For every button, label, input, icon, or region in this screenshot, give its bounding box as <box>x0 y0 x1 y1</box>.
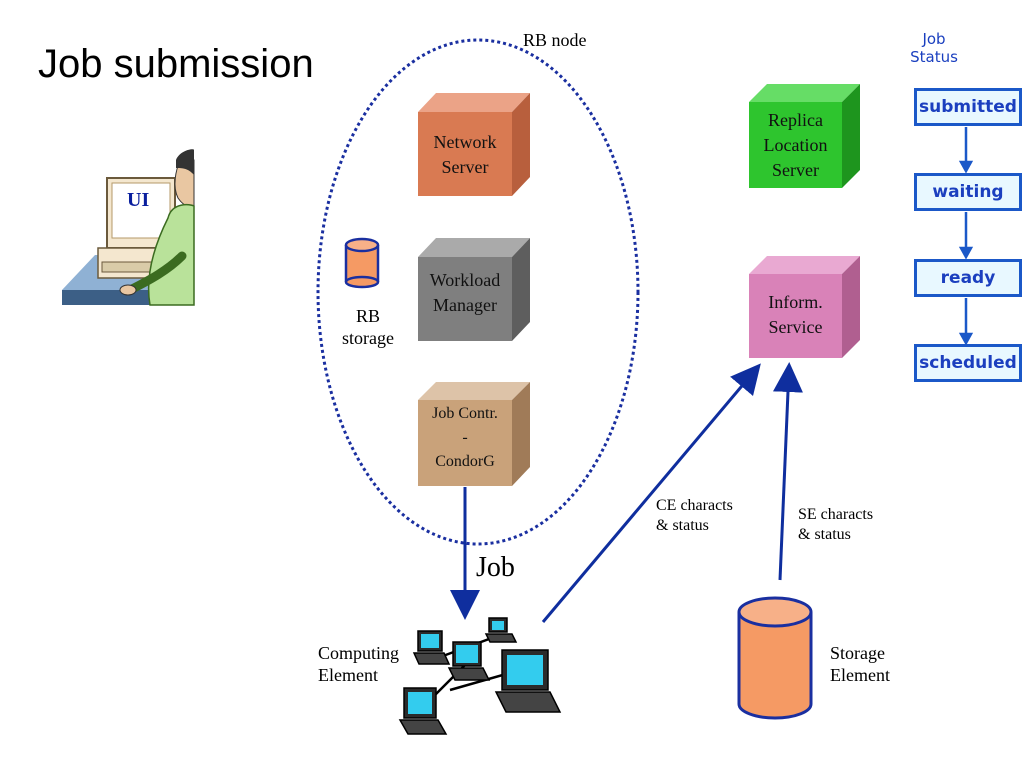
computing-element-label: Computing Element <box>318 642 399 686</box>
workload-manager-line1: Workload <box>429 270 501 290</box>
inform-line2: Service <box>768 317 823 337</box>
job-controller-line1: Job Contr. <box>432 405 498 422</box>
ce-status-arrow <box>541 363 761 623</box>
rb-node-boundary <box>316 38 640 546</box>
status-submitted: submitted <box>914 88 1022 126</box>
workload-manager-cube <box>418 238 530 341</box>
rb-storage-icon <box>344 237 380 289</box>
se-label-line1: SE characts <box>798 506 874 523</box>
job-controller-cube <box>418 382 530 486</box>
network-server-line2: Server <box>441 157 489 177</box>
replica-location-server-label: Replica Location Server <box>749 108 842 183</box>
storage-cylinder-icon <box>737 596 813 720</box>
ce-label-line2: & status <box>656 517 709 534</box>
ui-label: UI <box>127 189 150 211</box>
replica-line2: Location <box>763 135 828 155</box>
job-status-title-line1: Job <box>922 30 946 48</box>
status-connectors <box>958 127 974 346</box>
se-label-line2: & status <box>798 526 851 543</box>
status-waiting: waiting <box>914 173 1022 211</box>
computing-element-line2: Element <box>318 665 378 685</box>
job-controller-line2: - <box>462 429 468 446</box>
user-at-computer-icon <box>62 149 195 306</box>
job-controller-line3: CondorG <box>435 453 495 470</box>
inform-line1: Inform. <box>768 292 823 312</box>
storage-element-line2: Element <box>830 665 890 685</box>
se-status-arrow <box>772 362 803 581</box>
computing-cluster-icon <box>398 617 562 735</box>
information-service-cube <box>749 256 860 358</box>
status-scheduled: scheduled <box>914 344 1022 382</box>
workload-manager-label: Workload Manager <box>418 268 512 318</box>
network-server-line1: Network <box>433 132 497 152</box>
rb-node-label: RB node <box>523 30 587 50</box>
replica-line1: Replica <box>768 110 823 130</box>
ce-label-line1: CE characts <box>656 497 733 514</box>
replica-line3: Server <box>772 160 819 180</box>
rb-storage-label-line2: storage <box>342 328 394 348</box>
rb-storage-label: RB storage <box>333 305 403 349</box>
replica-location-server-cube <box>749 84 860 188</box>
job-arrow-label: Job <box>476 552 515 583</box>
ce-characts-label: CE characts & status <box>656 496 733 536</box>
information-service-label: Inform. Service <box>749 290 842 340</box>
page-title: Job submission <box>38 42 314 86</box>
job-controller-label: Job Contr. - CondorG <box>418 402 512 474</box>
network-server-cube <box>418 93 530 196</box>
network-server-label: Network Server <box>418 130 512 180</box>
job-status-title: Job Status <box>896 30 972 66</box>
storage-element-line1: Storage <box>830 643 885 663</box>
computing-element-line1: Computing <box>318 643 400 663</box>
job-status-title-line2: Status <box>910 48 958 66</box>
status-ready: ready <box>914 259 1022 297</box>
storage-element-label: Storage Element <box>830 642 890 686</box>
workload-manager-line2: Manager <box>433 295 497 315</box>
se-characts-label: SE characts & status <box>798 505 873 545</box>
rb-storage-label-line1: RB <box>355 306 380 326</box>
